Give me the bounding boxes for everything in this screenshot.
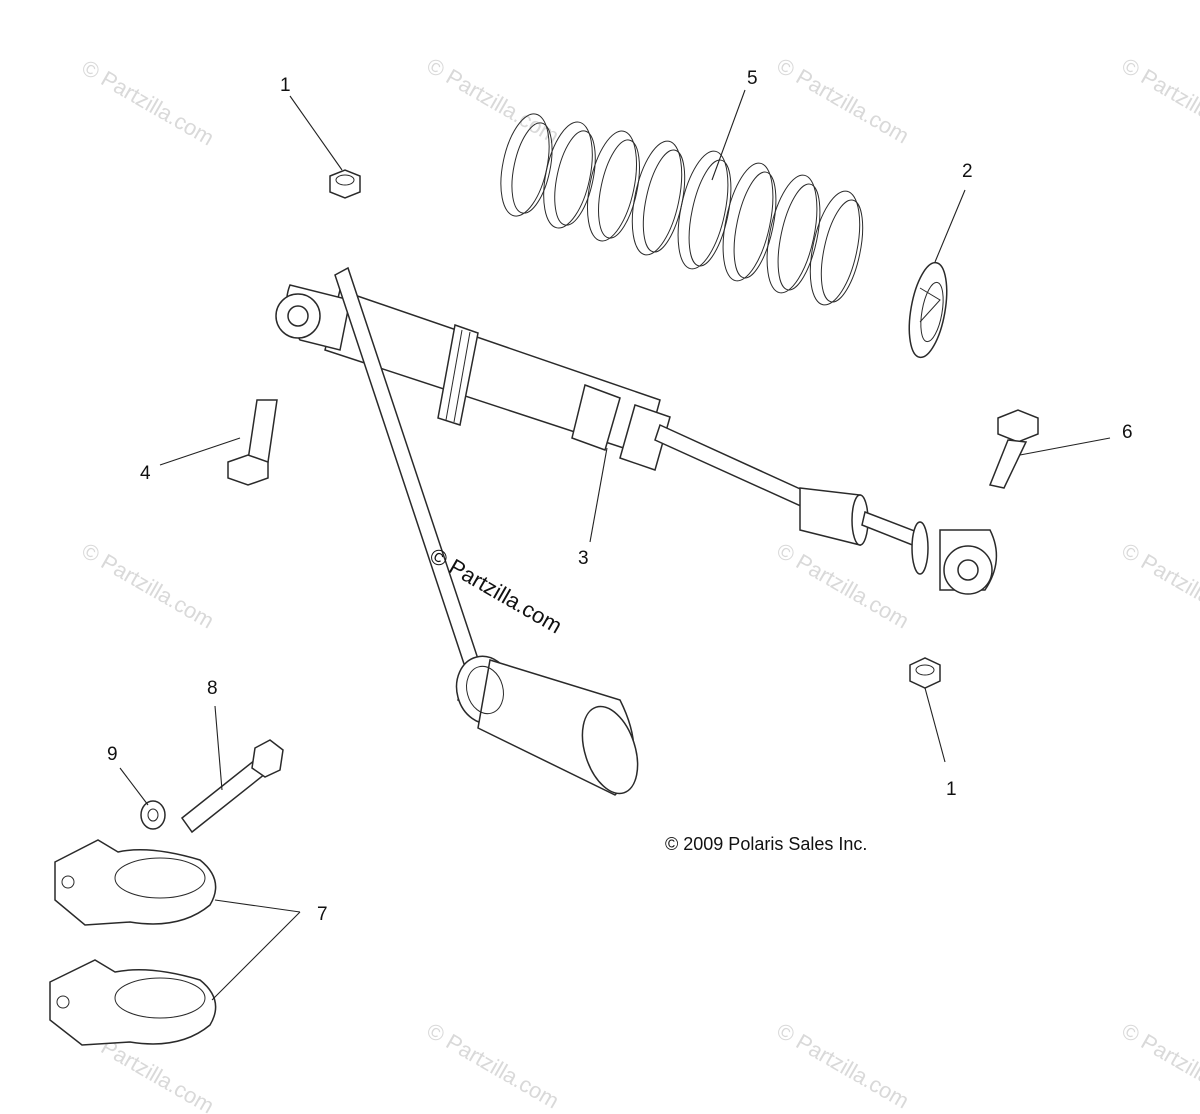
bolt-long[interactable] — [180, 739, 284, 834]
clamp-lower[interactable] — [49, 959, 217, 1046]
watermark-3: © Partzilla.com — [773, 53, 914, 149]
watermark-1: © Partzilla.com — [78, 55, 219, 151]
shock-absorber[interactable] — [275, 284, 998, 595]
bolt-right[interactable] — [988, 409, 1039, 489]
nut-upper[interactable] — [329, 169, 361, 199]
leader-1a — [289, 95, 343, 171]
washer[interactable] — [140, 800, 166, 830]
copyright-text: © 2009 Polaris Sales Inc. — [665, 834, 867, 854]
callout-1-lower[interactable]: 1 — [946, 779, 957, 800]
reservoir[interactable] — [334, 266, 648, 801]
callout-9[interactable]: 9 — [107, 744, 118, 765]
watermark-2: © Partzilla.com — [423, 53, 564, 149]
leader-9 — [119, 767, 149, 806]
leader-4 — [159, 437, 241, 466]
callout-6[interactable]: 6 — [1122, 422, 1133, 443]
callout-3[interactable]: 3 — [578, 548, 589, 569]
callout-2[interactable]: 2 — [962, 161, 973, 182]
leader-8 — [214, 705, 223, 791]
callout-7[interactable]: 7 — [317, 904, 328, 925]
watermark-10: © Partzilla.com — [773, 1018, 914, 1114]
leader-7a — [214, 899, 301, 913]
coil-spring[interactable] — [493, 110, 871, 310]
watermark-4: © Partzilla.com — [1118, 53, 1200, 149]
leader-5 — [711, 89, 746, 181]
callout-5[interactable]: 5 — [747, 68, 758, 89]
callout-1-upper[interactable]: 1 — [280, 75, 291, 96]
watermarks: © Partzilla.com © Partzilla.com © Partzi… — [78, 53, 1200, 1114]
spring-retainer[interactable] — [903, 260, 953, 360]
watermark-11: © Partzilla.com — [1118, 1018, 1200, 1114]
leader-1b — [924, 687, 946, 763]
watermark-5: © Partzilla.com — [78, 538, 219, 634]
clamp-upper[interactable] — [54, 839, 217, 926]
watermark-9: © Partzilla.com — [423, 1018, 564, 1114]
callout-8[interactable]: 8 — [207, 678, 218, 699]
nut-lower[interactable] — [909, 657, 941, 689]
bolt-left[interactable] — [227, 399, 278, 486]
watermark-7: © Partzilla.com — [1118, 538, 1200, 634]
leader-7b — [211, 911, 301, 1001]
watermark-6: © Partzilla.com — [773, 538, 914, 634]
callouts: 1 5 2 4 6 3 1 8 9 7 — [107, 68, 1133, 925]
leader-3 — [589, 447, 608, 543]
callout-4[interactable]: 4 — [140, 463, 151, 484]
leader-6 — [1019, 437, 1111, 456]
leader-lines — [119, 89, 1111, 1001]
leader-2 — [934, 189, 966, 263]
